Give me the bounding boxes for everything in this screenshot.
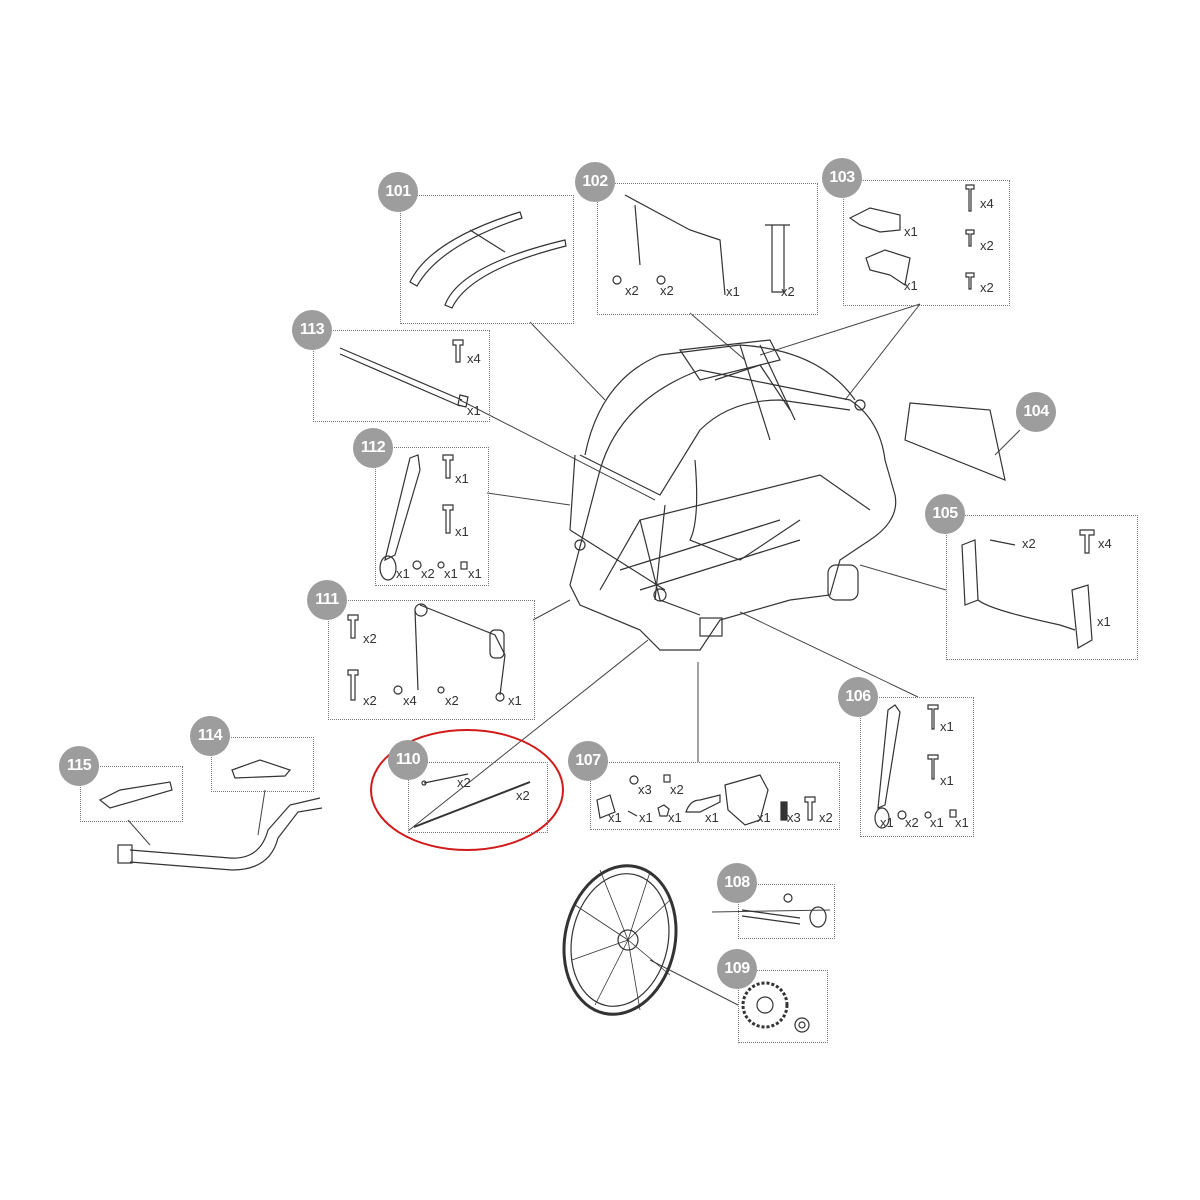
part-112-drawing xyxy=(379,454,468,581)
qty-label: x2 xyxy=(625,283,639,298)
wheel-drawing xyxy=(562,864,678,1016)
qty-label: x1 xyxy=(468,566,482,581)
part-badge-104[interactable]: 104 xyxy=(1016,392,1056,432)
part-box-107 xyxy=(590,762,840,830)
qty-label: x1 xyxy=(668,810,682,825)
qty-label: x1 xyxy=(880,815,894,830)
part-badge-101[interactable]: 101 xyxy=(378,172,418,212)
part-104-drawing xyxy=(904,402,1006,481)
part-badge-115[interactable]: 115 xyxy=(59,746,99,786)
part-box-101 xyxy=(400,195,574,324)
part-box-105 xyxy=(946,515,1138,660)
part-box-109 xyxy=(738,970,828,1043)
qty-label: x2 xyxy=(980,280,994,295)
part-101-drawing xyxy=(409,211,567,309)
qty-label: x1 xyxy=(930,815,944,830)
qty-label: x2 xyxy=(781,284,795,299)
qty-label: x2 xyxy=(516,788,530,803)
qty-label: x2 xyxy=(660,283,674,298)
part-badge-105[interactable]: 105 xyxy=(925,494,965,534)
qty-label: x1 xyxy=(726,284,740,299)
part-102-drawing xyxy=(612,194,790,296)
qty-label: x1 xyxy=(904,278,918,293)
part-107-drawing xyxy=(596,774,816,826)
qty-label: x1 xyxy=(639,810,653,825)
qty-label: x2 xyxy=(445,693,459,708)
part-box-106 xyxy=(860,697,974,837)
highlight-ellipse xyxy=(370,729,564,851)
part-badge-112[interactable]: 112 xyxy=(353,428,393,468)
qty-label: x4 xyxy=(467,351,481,366)
qty-label: x1 xyxy=(757,810,771,825)
part-badge-102[interactable]: 102 xyxy=(575,162,615,202)
part-105-drawing xyxy=(961,529,1095,649)
qty-label: x1 xyxy=(396,566,410,581)
qty-label: x1 xyxy=(455,471,469,486)
part-109-drawing xyxy=(741,981,810,1033)
qty-label: x1 xyxy=(508,693,522,708)
qty-label: x1 xyxy=(467,403,481,418)
part-111-drawing xyxy=(347,603,506,702)
part-box-115 xyxy=(80,766,183,822)
qty-label: x1 xyxy=(904,224,918,239)
part-103-drawing xyxy=(848,184,975,290)
qty-label: x3 xyxy=(638,782,652,797)
qty-label: x1 xyxy=(444,566,458,581)
qty-label: x1 xyxy=(608,810,622,825)
part-badge-103[interactable]: 103 xyxy=(822,158,862,198)
part-badge-106[interactable]: 106 xyxy=(838,677,878,717)
part-badge-107[interactable]: 107 xyxy=(568,741,608,781)
qty-label: x1 xyxy=(455,524,469,539)
qty-label: x2 xyxy=(363,631,377,646)
part-113-drawing xyxy=(339,339,469,408)
part-badge-111[interactable]: 111 xyxy=(307,580,347,620)
qty-label: x2 xyxy=(421,566,435,581)
part-106-drawing xyxy=(874,704,957,829)
qty-label: x2 xyxy=(980,238,994,253)
part-badge-113[interactable]: 113 xyxy=(292,310,332,350)
qty-label: x4 xyxy=(980,196,994,211)
trailer-body xyxy=(569,339,897,651)
part-110-drawing xyxy=(413,773,531,828)
qty-label: x4 xyxy=(403,693,417,708)
qty-label: x4 xyxy=(1098,536,1112,551)
part-badge-114[interactable]: 114 xyxy=(190,716,230,756)
part-box-111 xyxy=(328,600,535,720)
qty-label: x2 xyxy=(1022,536,1036,551)
part-badge-110[interactable]: 110 xyxy=(388,740,428,780)
part-box-112 xyxy=(375,447,489,586)
qty-label: x3 xyxy=(787,810,801,825)
qty-label: x2 xyxy=(457,775,471,790)
part-box-110 xyxy=(408,762,548,833)
qty-label: x2 xyxy=(819,810,833,825)
qty-label: x1 xyxy=(955,815,969,830)
part-box-114 xyxy=(211,737,314,792)
part-box-113 xyxy=(313,330,490,422)
part-badge-109[interactable]: 109 xyxy=(717,949,757,989)
qty-label: x2 xyxy=(670,782,684,797)
part-box-103 xyxy=(843,180,1010,306)
part-box-102 xyxy=(597,183,818,315)
part-badge-108[interactable]: 108 xyxy=(717,863,757,903)
part-box-108 xyxy=(738,884,835,939)
qty-label: x1 xyxy=(940,719,954,734)
qty-label: x1 xyxy=(1097,614,1111,629)
part-108-drawing xyxy=(741,893,827,928)
leader-lines xyxy=(127,303,1021,1006)
qty-label: x1 xyxy=(705,810,719,825)
qty-label: x2 xyxy=(905,815,919,830)
part-114-115-drawing xyxy=(98,759,323,871)
qty-label: x1 xyxy=(940,773,954,788)
qty-label: x2 xyxy=(363,693,377,708)
